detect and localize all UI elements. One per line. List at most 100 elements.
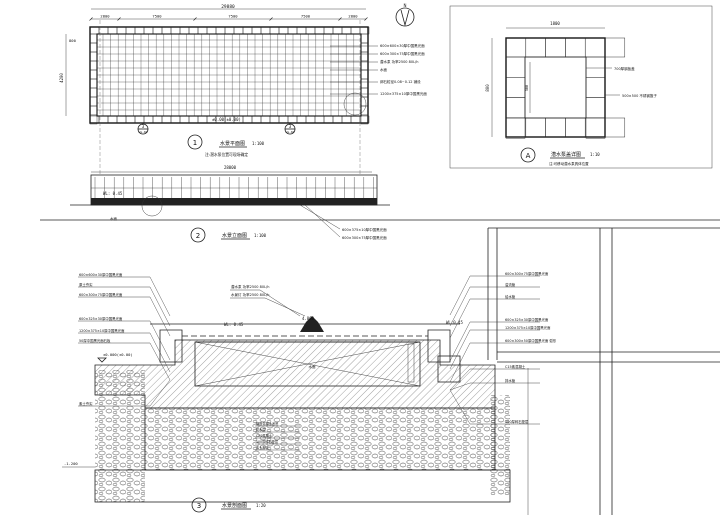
plan-tile-grid: [89, 26, 370, 125]
section-number-circle: [191, 497, 207, 513]
section-title: 水景剖面图: [222, 502, 247, 509]
plan-callout: 1200×375×10厚中国黑光面: [380, 91, 427, 96]
plan-dim-top: 7500: [228, 14, 238, 19]
section-concrete-slab: [94, 339, 496, 409]
plan-dim-top: 7500: [152, 14, 162, 19]
section-elev-bottom: -1.200: [64, 461, 78, 466]
section-number: 3: [197, 502, 201, 510]
elev-vertical-bars: [91, 177, 377, 198]
section-gravel-base: [145, 408, 495, 470]
section-callout-right: 600×300×50厚中国黑光面 弧形: [505, 338, 557, 343]
elev-wl: WL: 0.45: [103, 191, 123, 196]
section-callouts-right: 600×300×75厚中国黑光面溢流管给水管600×325×30厚中国黑光面12…: [449, 271, 557, 425]
detail-scale: 1:10: [590, 152, 600, 157]
plan-dim-ticks: [89, 17, 368, 21]
elev-callout-r1: 600×375×10厚中国黑光面: [342, 227, 387, 232]
detail-callout-cover: 700厚钢板盖: [614, 66, 635, 71]
section-gravel-right: [490, 395, 510, 495]
section-center-label: 水面: [309, 364, 317, 369]
elev-callout-left: 水面: [110, 216, 117, 221]
elev-title: 水景立面图: [222, 232, 247, 239]
detail-dim-height: 800: [485, 84, 490, 92]
plan-dim-side-height: 4200: [59, 73, 64, 83]
plan-title: 水景平面图: [220, 140, 245, 147]
plan-number: 1: [193, 139, 197, 147]
detail-grate: [524, 56, 587, 119]
section-callout-left: 600×325×30厚中国黑光面: [79, 316, 123, 321]
plan-dim-top: 2800: [100, 14, 110, 19]
detail-title: 潜水泵盖详图: [551, 151, 581, 158]
north-arrow-circle: [395, 7, 415, 27]
plan-callout: 水面: [380, 67, 388, 72]
detail-letter: A: [526, 152, 531, 160]
plan-section-ref-left: 3: [142, 124, 145, 129]
section-callout-left: 素土夯实: [79, 401, 93, 406]
north-label: N: [404, 3, 407, 8]
north-arrow: N: [395, 3, 415, 27]
section-callout-bottom: C20混凝土: [256, 433, 273, 438]
plan-section-sheet-right: LS-02: [285, 130, 294, 134]
section-callout-bottom: 素土夯实: [256, 445, 269, 450]
section-callout-bottom: 100厚碎石垫层: [256, 439, 278, 444]
section-callout-right: 600×300×75厚中国黑光面: [505, 271, 549, 276]
plan-elevation: ±0.00(±0.00): [212, 117, 241, 122]
section-callout-left: 原土夯实: [79, 282, 93, 287]
section-wl: WL: 0.45: [224, 322, 244, 327]
detail-edge-tiles: [505, 37, 626, 139]
detail-dim-width: 1800: [550, 21, 560, 26]
plan-number-circle: [187, 134, 203, 150]
elev-number: 2: [196, 232, 200, 240]
elev-callout-circle: [141, 195, 163, 217]
section-callout-left: 600×600×30厚中国黑光面: [79, 272, 123, 277]
plan-dim-top: 7500: [301, 14, 311, 19]
section-elev-left: ±0.000(±0.00): [103, 352, 133, 357]
detail-outer-frame: [505, 37, 606, 138]
section-subbase: [94, 469, 511, 503]
section-callout-top-1: 潜水泵 功率2500 80L/h: [231, 284, 269, 289]
plan-callout: 卵石粒径0.08~0.12 铺设: [380, 79, 421, 84]
plan-pump-circle: [343, 92, 367, 116]
plan-section-ref-right: 3: [289, 124, 292, 129]
section-callout-right: 1200×375×10厚中国黑光面: [505, 325, 551, 330]
plan-section-sheet-left: LS-02: [138, 130, 147, 134]
detail-note: 注:可移动潜水泵具体位置: [549, 161, 589, 166]
elev-callout-r2: 600×300×75厚中国黑光面: [342, 235, 387, 240]
section-dim-mid: 4.800: [302, 316, 315, 321]
detail-letter-circle: [520, 147, 536, 163]
elev-number-circle: [190, 227, 206, 243]
section-callout-right: 600×325×30厚中国黑光面: [505, 317, 549, 322]
section-callout-bottom: 防水层: [256, 427, 266, 432]
section-callout-left: 600×300×75厚中国黑光面: [79, 292, 123, 297]
plan-dim-overall: 29880: [221, 4, 235, 10]
plan-scale: 1:100: [252, 141, 265, 146]
elevation-view: 28000 WL: 0.45 水面 600×375×10厚中国黑光面 600×3…: [70, 165, 390, 243]
elev-scale: 1:100: [254, 233, 267, 238]
plan-top-dims: 2800 7500 7500 7500 2800: [100, 14, 358, 19]
detail-frame: [449, 5, 713, 169]
section-left-coping: [159, 329, 183, 363]
section-callout-left: 1200×375×10厚中国黑光面: [79, 328, 125, 333]
plan-note: 注:潜水泵位置可现场确定: [205, 152, 248, 157]
detail-callout-grate: 500×500 不锈钢篦子: [622, 93, 657, 98]
section-right-coping: [427, 329, 451, 363]
detail-dim-inner: 500: [525, 85, 529, 91]
section-pump-pit: [437, 355, 461, 383]
section-callout-right: 100厚碎石垫层: [505, 419, 529, 424]
pump-pit-detail: 1800 800 500 700厚钢板盖 500×500 不锈钢篦子 A 潜水泵…: [449, 5, 713, 169]
section-callout-bottom: 钢筋混凝土池底: [256, 421, 279, 426]
plan-callout: 600×600×30厚中国黑光面: [380, 43, 425, 48]
section-overflow-pipe: [407, 343, 415, 383]
section-view: 4.800 WL: 0.45 WL:0.45 水面 ±0.000(±0.00) …: [40, 219, 720, 515]
section-callout-right: 溢流管: [505, 282, 516, 287]
section-callout-right: 排水管: [505, 378, 516, 383]
plan-callout: 潜水泵 功率2500 80L/h: [380, 59, 418, 64]
plan-dim-top: 2800: [348, 14, 358, 19]
section-callout-left: 50厚中国黑光面石板: [79, 338, 111, 343]
section-scale: 1:20: [256, 503, 266, 508]
